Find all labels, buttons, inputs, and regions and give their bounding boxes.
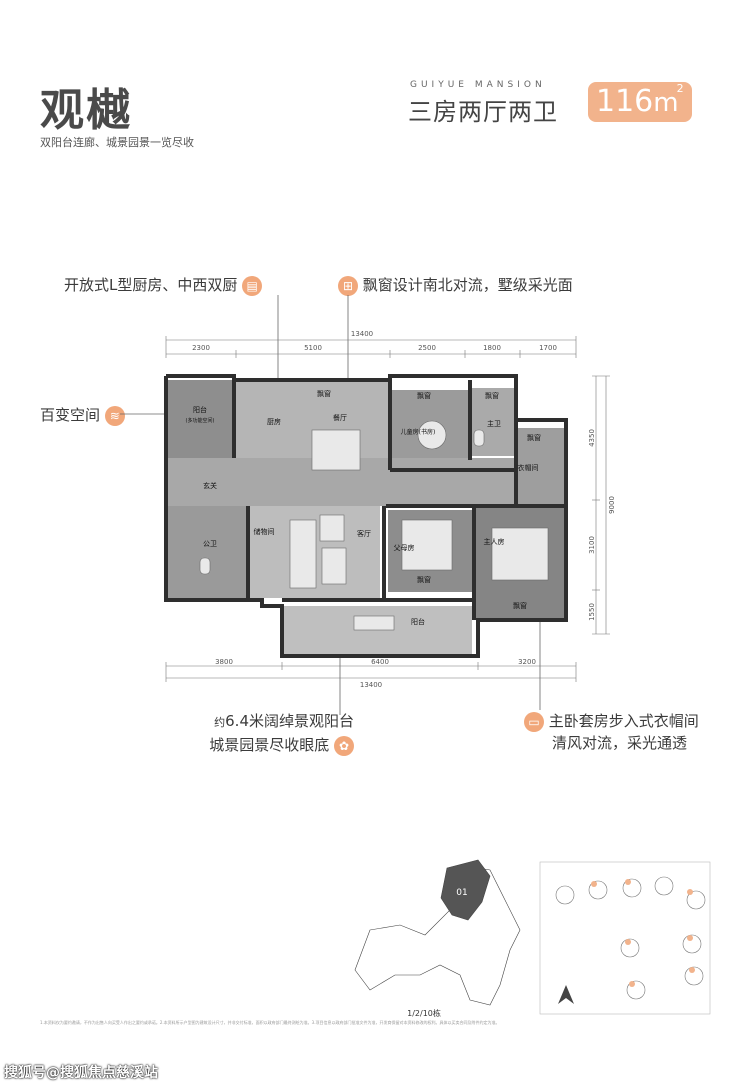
callout-balcony-prefix: 约: [214, 716, 226, 729]
callout-flex-space: 百变空间 ≋: [40, 404, 125, 426]
callout-kitchen: 开放式L型厨房、中西双厨 ▤: [64, 274, 263, 296]
floor-wardrobe: [516, 428, 566, 518]
public-toilet: [199, 557, 211, 575]
dim-top-seg-4: 1800: [483, 344, 501, 352]
dim-bottom-seg-3: 3200: [518, 658, 536, 666]
dim-right-seg-3: 1550: [588, 603, 596, 621]
floor-public-bath: [166, 506, 248, 598]
stove-icon: ▤: [242, 275, 263, 296]
room-wardrobe: 衣帽间: [518, 463, 539, 472]
dim-right-seg-2: 3100: [588, 536, 596, 554]
callout-balcony-line1: 6.4米阔绰景观阳台: [225, 712, 354, 730]
dim-bottom-seg-1: 3800: [215, 658, 233, 666]
layout-name: 三房两厅两卫: [408, 98, 558, 126]
room-master-bath: 主卫: [487, 419, 501, 428]
dim-top-seg-5: 1700: [539, 344, 557, 352]
dim-top-seg-1: 2300: [192, 344, 210, 352]
callout-flex-space-text: 百变空间: [40, 406, 101, 424]
room-bay-window-3: 飘窗: [485, 391, 499, 400]
room-master: 主人房: [484, 537, 505, 546]
room-kitchen: 厨房: [267, 417, 281, 426]
callout-window: ⊞ 飘窗设计南北对流，墅级采光面: [338, 274, 573, 296]
parents-bed: [401, 519, 453, 571]
callout-master: ▭ 主卧套房步入式衣帽间 清风对流，采光通透: [524, 710, 699, 754]
balcony-table: [353, 615, 395, 631]
room-kids: 儿童房(书房): [401, 428, 436, 436]
dimension-right: 4350 3100 1550 9000: [588, 375, 616, 635]
room-bay-window-2: 飘窗: [417, 391, 431, 400]
room-living: 客厅: [357, 529, 371, 538]
site-plan: 01 1/2/10栋: [354, 859, 521, 1018]
area-unit: m: [653, 88, 679, 118]
callout-balcony: 约6.4米阔绰景观阳台 城景园景尽收眼底 ✿: [180, 710, 354, 756]
room-entrance: 玄关: [203, 481, 217, 490]
floor-areas: [166, 380, 568, 656]
area-badge: 116m2: [588, 82, 692, 122]
callout-master-line2: 清风对流，采光通透: [552, 734, 688, 752]
dimension-bottom: 3800 6400 3200 13400: [165, 658, 577, 689]
furniture: [199, 420, 549, 631]
kids-round-desk: [417, 420, 447, 450]
room-dining: 餐厅: [333, 413, 347, 422]
room-labels: 阳台 (多功能空间) 厨房 餐厅 飘窗 飘窗 飘窗 儿童房(书房) 主卫 飘窗 …: [186, 389, 541, 626]
sofa: [289, 519, 317, 589]
project-name-en: GUIYUE MANSION: [410, 80, 546, 90]
north-arrow-icon: [558, 985, 574, 1004]
armchair: [319, 514, 345, 542]
dim-bottom-total: 13400: [360, 681, 382, 689]
key-plan: [539, 861, 711, 1015]
room-bay-window-6: 飘窗: [513, 601, 527, 610]
area-number: 116: [596, 84, 654, 119]
coffee-table: [321, 547, 347, 585]
dim-top-total: 13400: [351, 330, 373, 338]
room-bay-window-5: 飘窗: [417, 575, 431, 584]
site-buildings: [354, 864, 521, 1006]
dining-table: [311, 429, 361, 471]
room-bay-window-4: 飘窗: [527, 433, 541, 442]
page-subtitle: 双阳台连廊、城景园景一览尽收: [40, 136, 194, 149]
dim-right-seg-1: 4350: [588, 429, 596, 447]
site-building-label: 1/2/10栋: [407, 1008, 441, 1018]
callout-window-text: 飘窗设计南北对流，墅级采光面: [362, 276, 573, 294]
page-title: 观樾: [40, 85, 132, 136]
layers-icon: ≋: [104, 405, 125, 426]
site-building-number: 01: [456, 888, 467, 898]
dimension-top: 13400 2300 5100 2500 1800 1700: [165, 330, 577, 358]
window-icon: ⊞: [338, 275, 358, 296]
room-parents: 父母房: [394, 543, 415, 552]
room-bay-window-1: 飘窗: [317, 389, 331, 398]
walls: [164, 374, 568, 658]
room-balcony-small: 阳台: [193, 405, 207, 414]
floor-balcony-small: [166, 380, 234, 458]
area-unit-sup: 2: [676, 82, 684, 95]
room-balcony-small-note: (多功能空间): [186, 417, 215, 424]
callout-balcony-line2: 城景园景尽收眼底: [209, 736, 330, 754]
site-building-highlight: [440, 859, 491, 921]
room-storage: 储物间: [254, 527, 275, 536]
dim-right-total: 9000: [608, 496, 616, 514]
dim-bottom-seg-2: 6400: [371, 658, 389, 666]
dim-top-seg-3: 2500: [418, 344, 436, 352]
callout-master-line1: 主卧套房步入式衣帽间: [548, 712, 699, 730]
callout-kitchen-text: 开放式L型厨房、中西双厨: [64, 276, 238, 294]
watermark: 搜狐号@搜狐焦点慈溪站: [4, 1065, 158, 1081]
floor-balcony-main: [282, 606, 472, 656]
wardrobe-icon: ▭: [524, 711, 544, 732]
leaf-icon: ✿: [334, 735, 354, 756]
master-bed: [491, 527, 549, 581]
dim-top-seg-2: 5100: [304, 344, 322, 352]
room-public-bath: 公卫: [203, 540, 217, 548]
footnote: 1.本资料仅为要约邀请，不作为出售人向买受人作出之要约或承诺。2.本资料所示户型…: [40, 1020, 500, 1025]
master-toilet: [473, 429, 485, 447]
room-balcony-main: 阳台: [411, 617, 425, 626]
